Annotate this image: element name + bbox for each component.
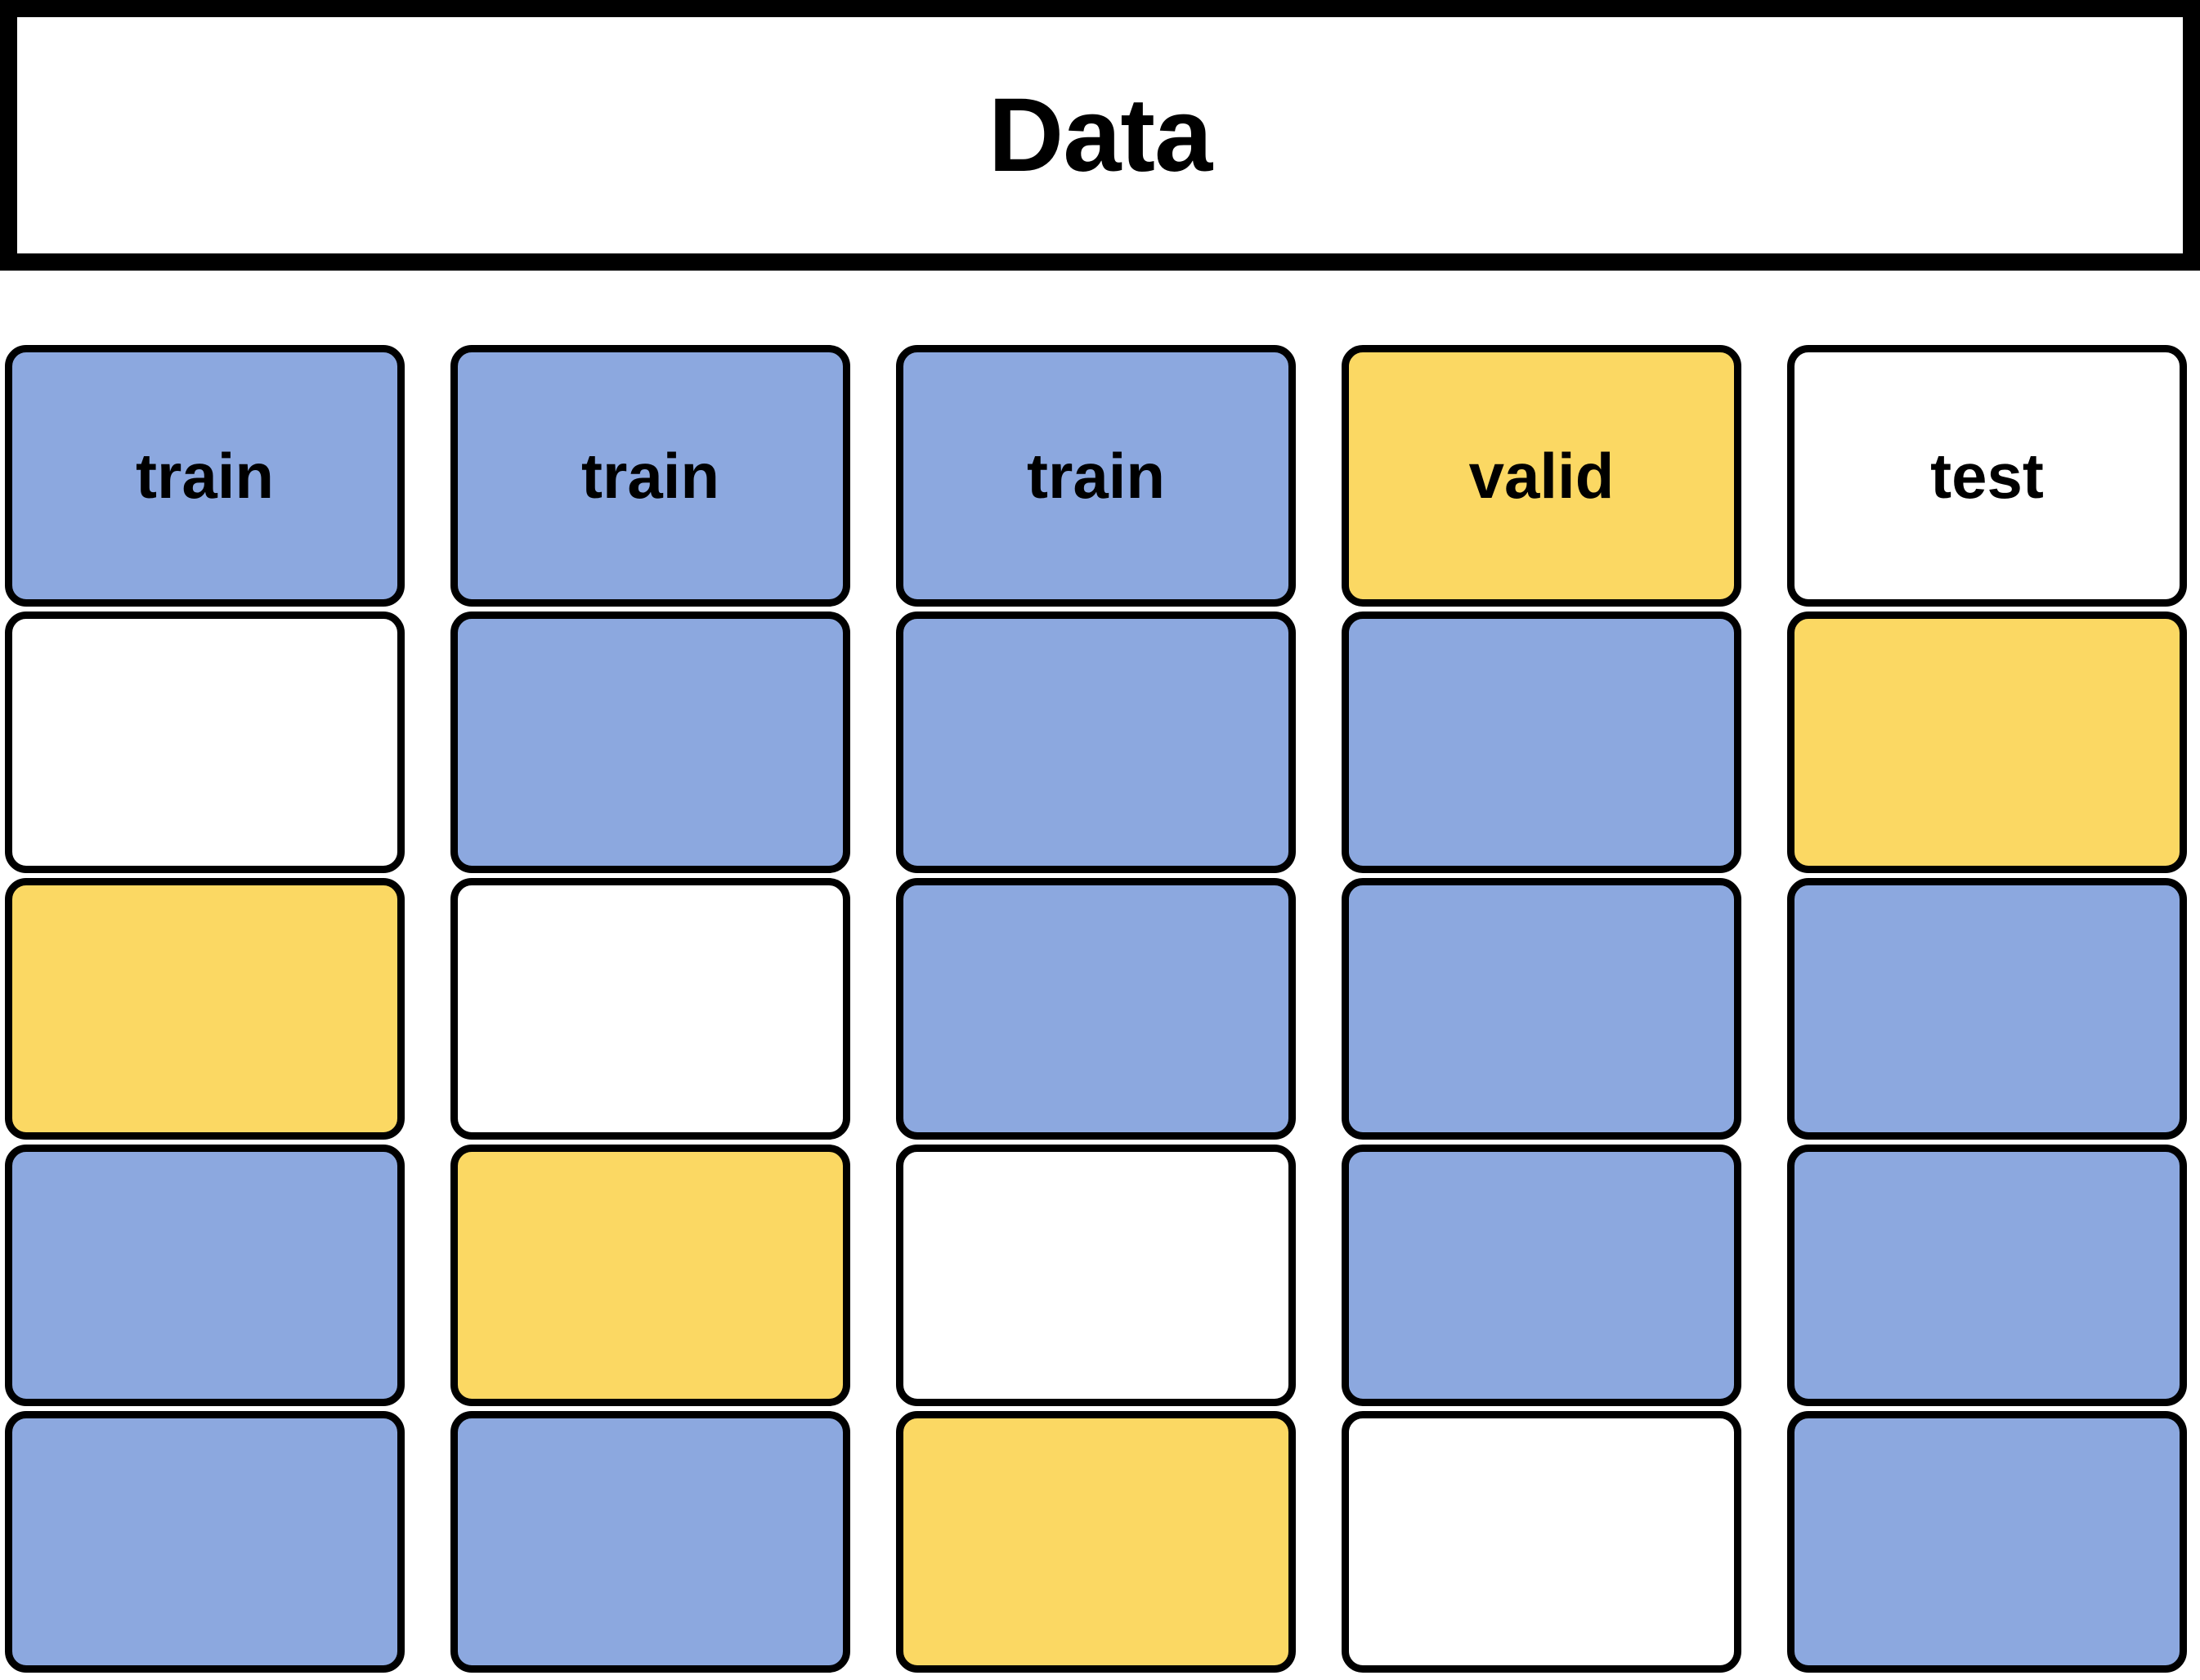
fold-grid: train train train valid test bbox=[0, 345, 2200, 1680]
fold-cell-train[interactable] bbox=[1787, 878, 2187, 1140]
fold-cell-valid[interactable]: valid bbox=[1342, 345, 1741, 607]
fold-cell-valid[interactable] bbox=[450, 1145, 850, 1406]
fold-cell-train[interactable] bbox=[450, 1411, 850, 1673]
fold-cell-label: valid bbox=[1468, 440, 1615, 512]
page-title: Data bbox=[988, 76, 1212, 194]
fold-cell-valid[interactable] bbox=[896, 1411, 1296, 1673]
fold-cell-train[interactable]: train bbox=[5, 345, 405, 607]
fold-cell-valid[interactable] bbox=[5, 878, 405, 1140]
fold-cell-train[interactable] bbox=[1342, 612, 1741, 873]
fold-cell-train[interactable] bbox=[1787, 1145, 2187, 1406]
fold-cell-train[interactable] bbox=[5, 1411, 405, 1673]
fold-cell-train[interactable] bbox=[450, 612, 850, 873]
fold-cell-test[interactable] bbox=[450, 878, 850, 1140]
fold-cell-train[interactable] bbox=[1342, 1145, 1741, 1406]
fold-cell-test[interactable] bbox=[896, 1145, 1296, 1406]
fold-cell-label: train bbox=[580, 440, 720, 512]
fold-cell-train[interactable]: train bbox=[896, 345, 1296, 607]
fold-cell-label: test bbox=[1930, 440, 2044, 512]
fold-cell-valid[interactable] bbox=[1787, 612, 2187, 873]
fold-cell-train[interactable]: train bbox=[450, 345, 850, 607]
fold-cell-train[interactable] bbox=[1342, 878, 1741, 1140]
fold-cell-train[interactable] bbox=[5, 1145, 405, 1406]
fold-cell-train[interactable] bbox=[896, 878, 1296, 1140]
fold-cell-train[interactable] bbox=[896, 612, 1296, 873]
fold-cell-test[interactable] bbox=[1342, 1411, 1741, 1673]
data-header-box: Data bbox=[0, 0, 2200, 271]
fold-cell-test[interactable] bbox=[5, 612, 405, 873]
fold-cell-label: train bbox=[1026, 440, 1166, 512]
fold-cell-train[interactable] bbox=[1787, 1411, 2187, 1673]
fold-cell-label: train bbox=[135, 440, 275, 512]
fold-cell-test[interactable]: test bbox=[1787, 345, 2187, 607]
